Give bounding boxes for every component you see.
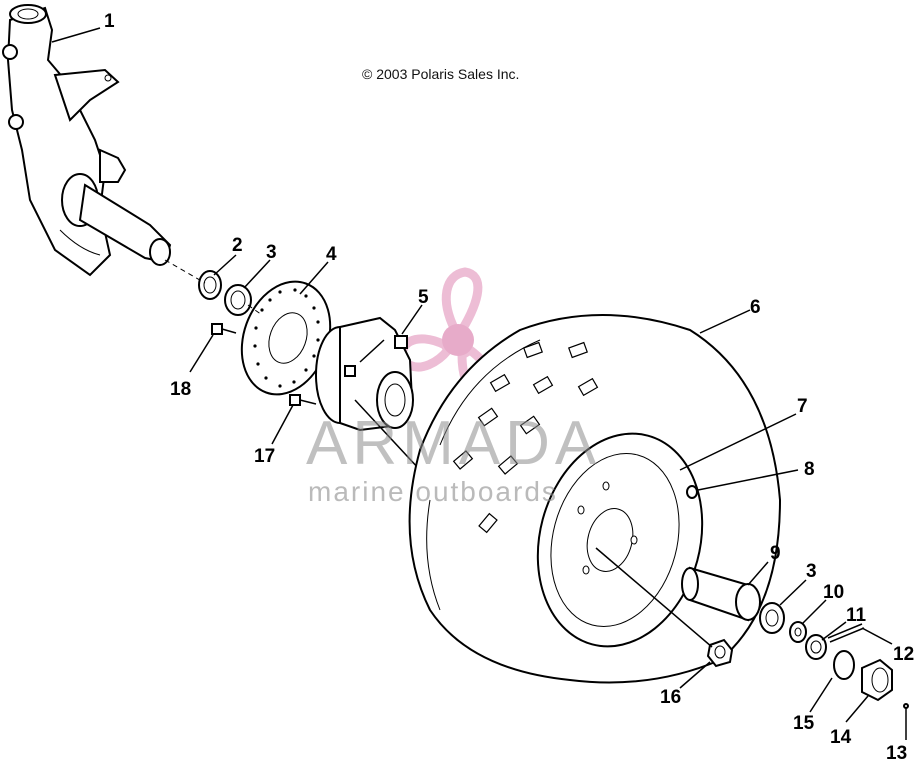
- seal: [198, 270, 222, 300]
- callout-17: 17: [254, 446, 276, 467]
- assembly-axis: [164, 259, 263, 316]
- callout-7: 7: [797, 396, 808, 417]
- spacer-tube: [681, 566, 761, 622]
- lug-nut: [706, 638, 734, 668]
- callout-18: 18: [170, 379, 192, 400]
- callout-14: 14: [830, 727, 852, 748]
- callout-10: 10: [823, 582, 845, 603]
- copyright-notice: © 2003 Polaris Sales Inc.: [362, 66, 520, 82]
- callout-9: 9: [770, 543, 781, 564]
- gasket: [833, 650, 855, 680]
- callout-13: 13: [886, 743, 908, 764]
- bolt-17: [289, 394, 317, 406]
- callout-6: 6: [750, 297, 761, 318]
- callout-11: 11: [846, 605, 867, 626]
- watermark-title: ARMADA: [306, 409, 602, 478]
- castle-nut: [805, 634, 827, 660]
- washer: [789, 621, 807, 643]
- watermark-subtitle: marine outboards: [308, 476, 558, 507]
- callout-2: 2: [232, 235, 243, 256]
- callout-15: 15: [793, 713, 815, 734]
- callout-16: 16: [660, 687, 682, 708]
- cotter-pin: [827, 623, 865, 643]
- callout-3a: 3: [266, 242, 277, 263]
- callout-12: 12: [893, 644, 915, 665]
- steering-knuckle: [2, 4, 172, 277]
- bearing-inner: [224, 284, 252, 316]
- screw: [903, 703, 909, 716]
- hub-cap: [861, 658, 893, 702]
- callout-1: 1: [104, 11, 115, 32]
- callout-4: 4: [326, 244, 337, 265]
- wheel-hub: [315, 316, 421, 471]
- callout-3b: 3: [806, 561, 817, 582]
- bolt-18: [211, 323, 237, 335]
- callout-5: 5: [418, 287, 429, 308]
- wheel-rim: [536, 432, 704, 648]
- callout-8: 8: [804, 459, 815, 480]
- leader-lines: [51, 27, 907, 740]
- bearing-outer: [759, 602, 785, 634]
